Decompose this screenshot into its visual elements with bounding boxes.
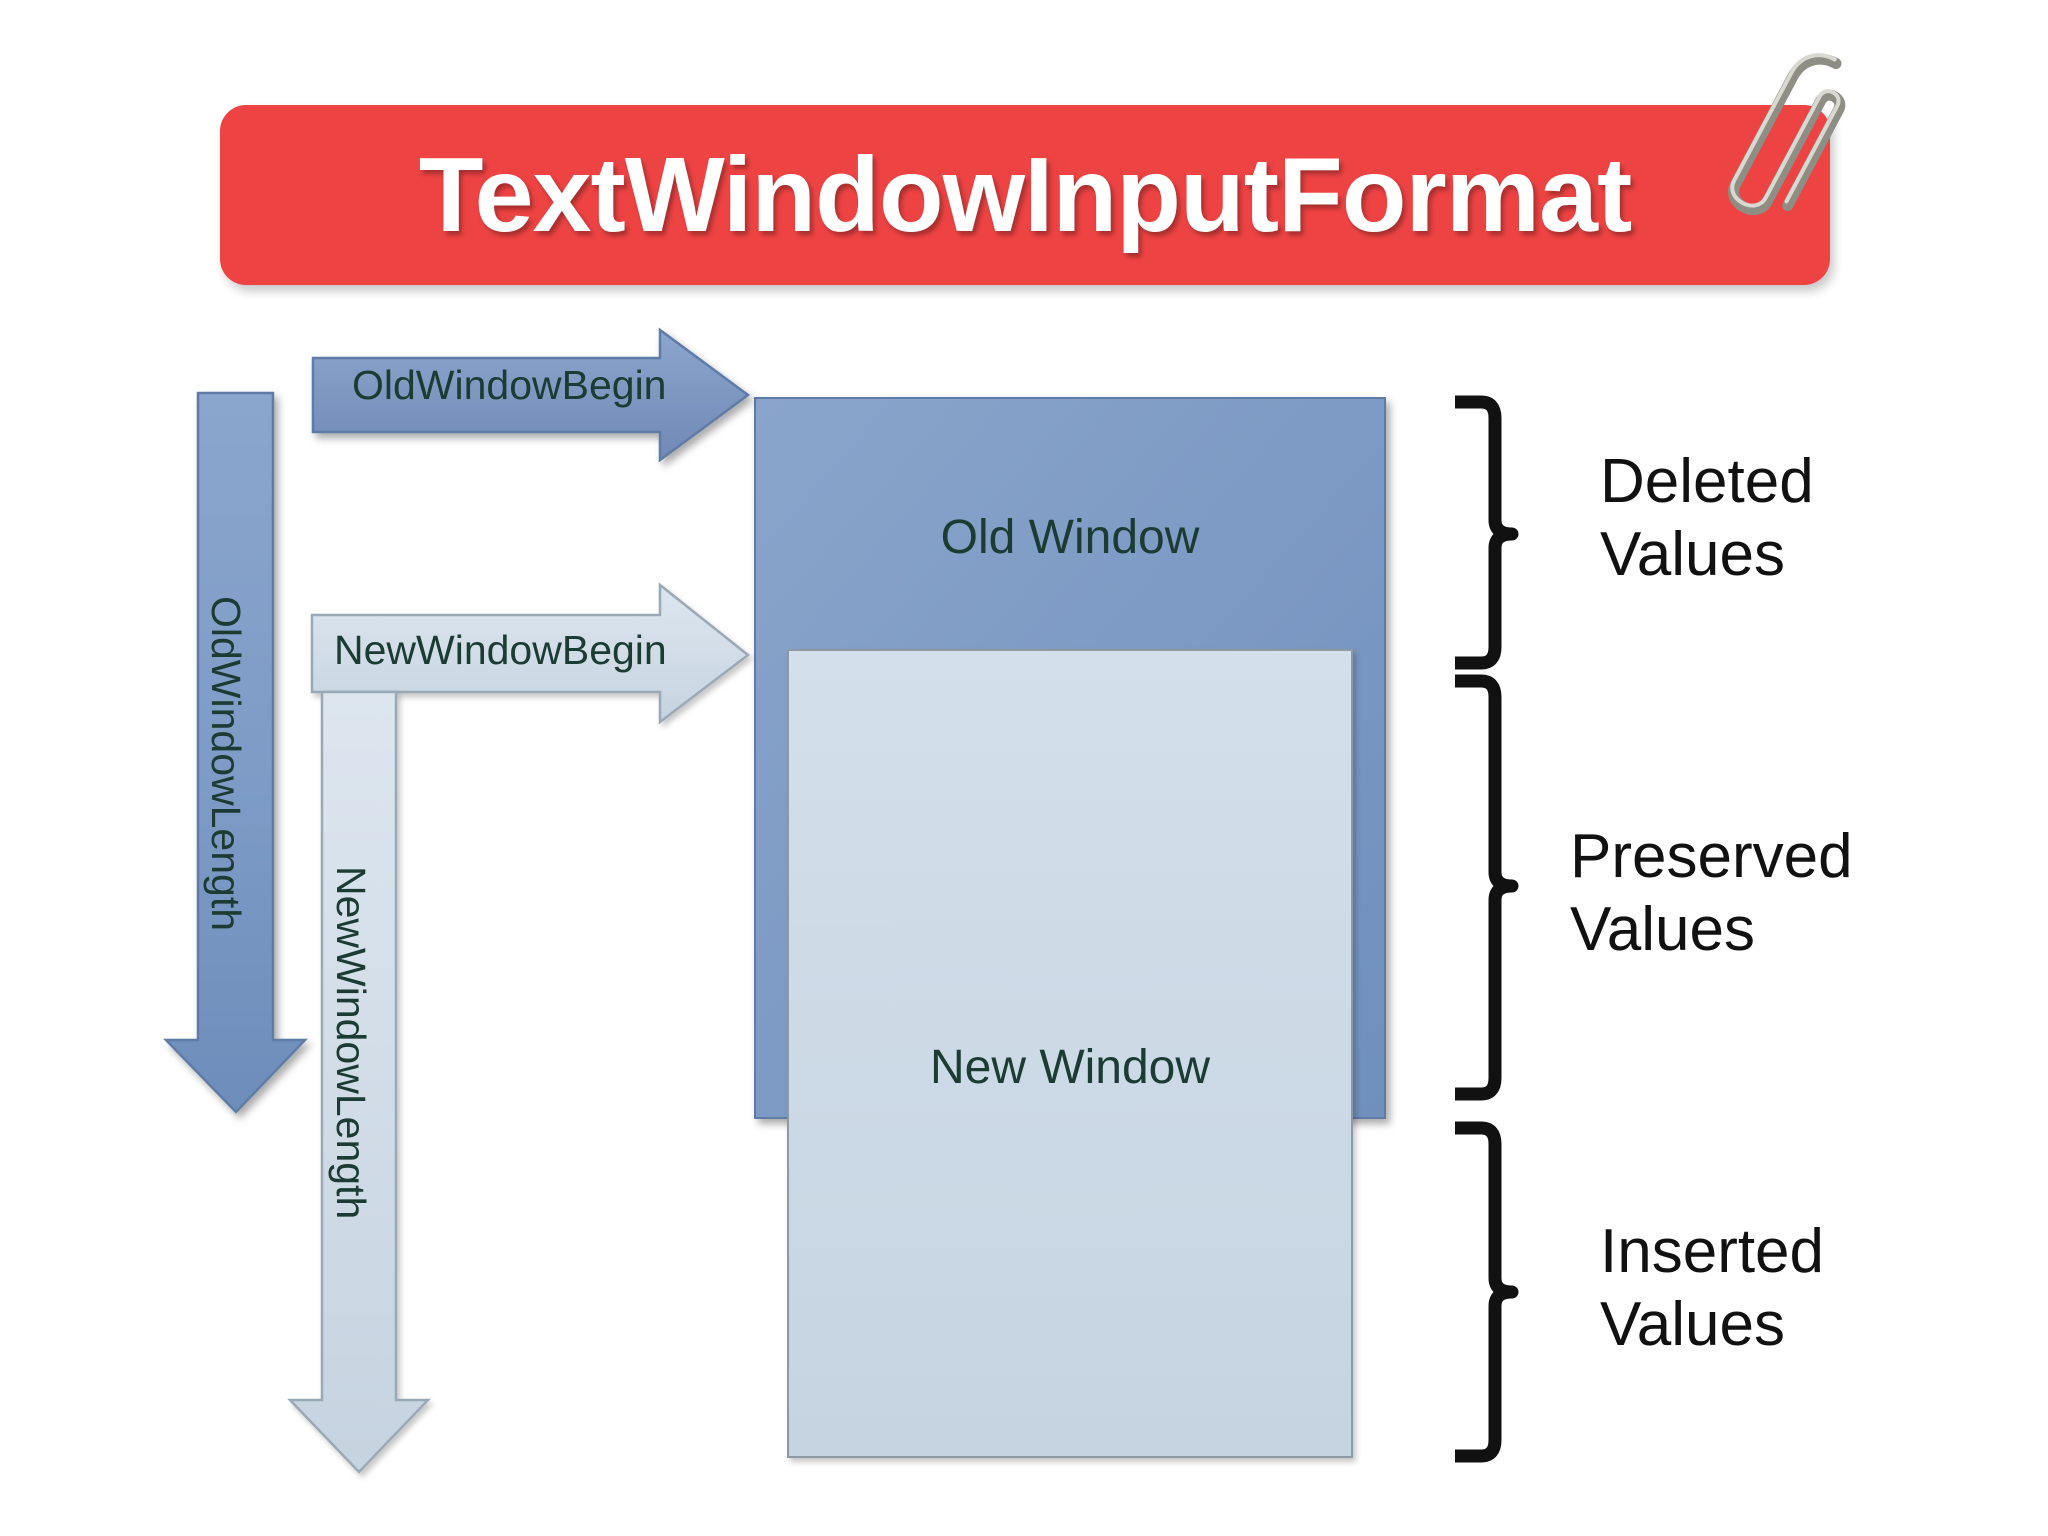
- brace-inserted: [1455, 1121, 1519, 1463]
- brace-deleted: [1455, 395, 1519, 670]
- inserted-values-line1: Inserted: [1600, 1217, 1825, 1286]
- inserted-values-line2: Values: [1600, 1290, 1785, 1360]
- inserted-values-label: Inserted Values: [1600, 1215, 1824, 1361]
- title-banner: [220, 105, 1830, 285]
- deleted-values-label: Deleted Values: [1600, 445, 1814, 591]
- deleted-values-line2: Values: [1600, 520, 1785, 590]
- preserved-values-line1: Preserved: [1570, 822, 1853, 891]
- new-window-box: [787, 649, 1353, 1458]
- old-window-begin-arrow: [311, 327, 751, 463]
- new-window-begin-label: NewWindowBegin: [334, 627, 667, 673]
- old-window-begin-label: OldWindowBegin: [352, 362, 667, 408]
- new-window-length-arrow: [287, 690, 431, 1474]
- preserved-values-line2: Values: [1570, 895, 1755, 965]
- old-window-length-arrow: [163, 391, 308, 1114]
- old-window-label: Old Window: [940, 511, 1200, 564]
- brace-preserved: [1455, 674, 1519, 1101]
- deleted-values-line1: Deleted: [1600, 447, 1814, 516]
- old-window-length-label: OldWindowLength: [203, 596, 249, 932]
- page-title: TextWindowInputFormat: [418, 135, 1633, 254]
- new-window-label: New Window: [929, 1041, 1211, 1094]
- preserved-values-label: Preserved Values: [1570, 820, 1853, 966]
- paperclip-icon: [1728, 53, 1846, 216]
- new-window-length-label: NewWindowLength: [328, 866, 374, 1220]
